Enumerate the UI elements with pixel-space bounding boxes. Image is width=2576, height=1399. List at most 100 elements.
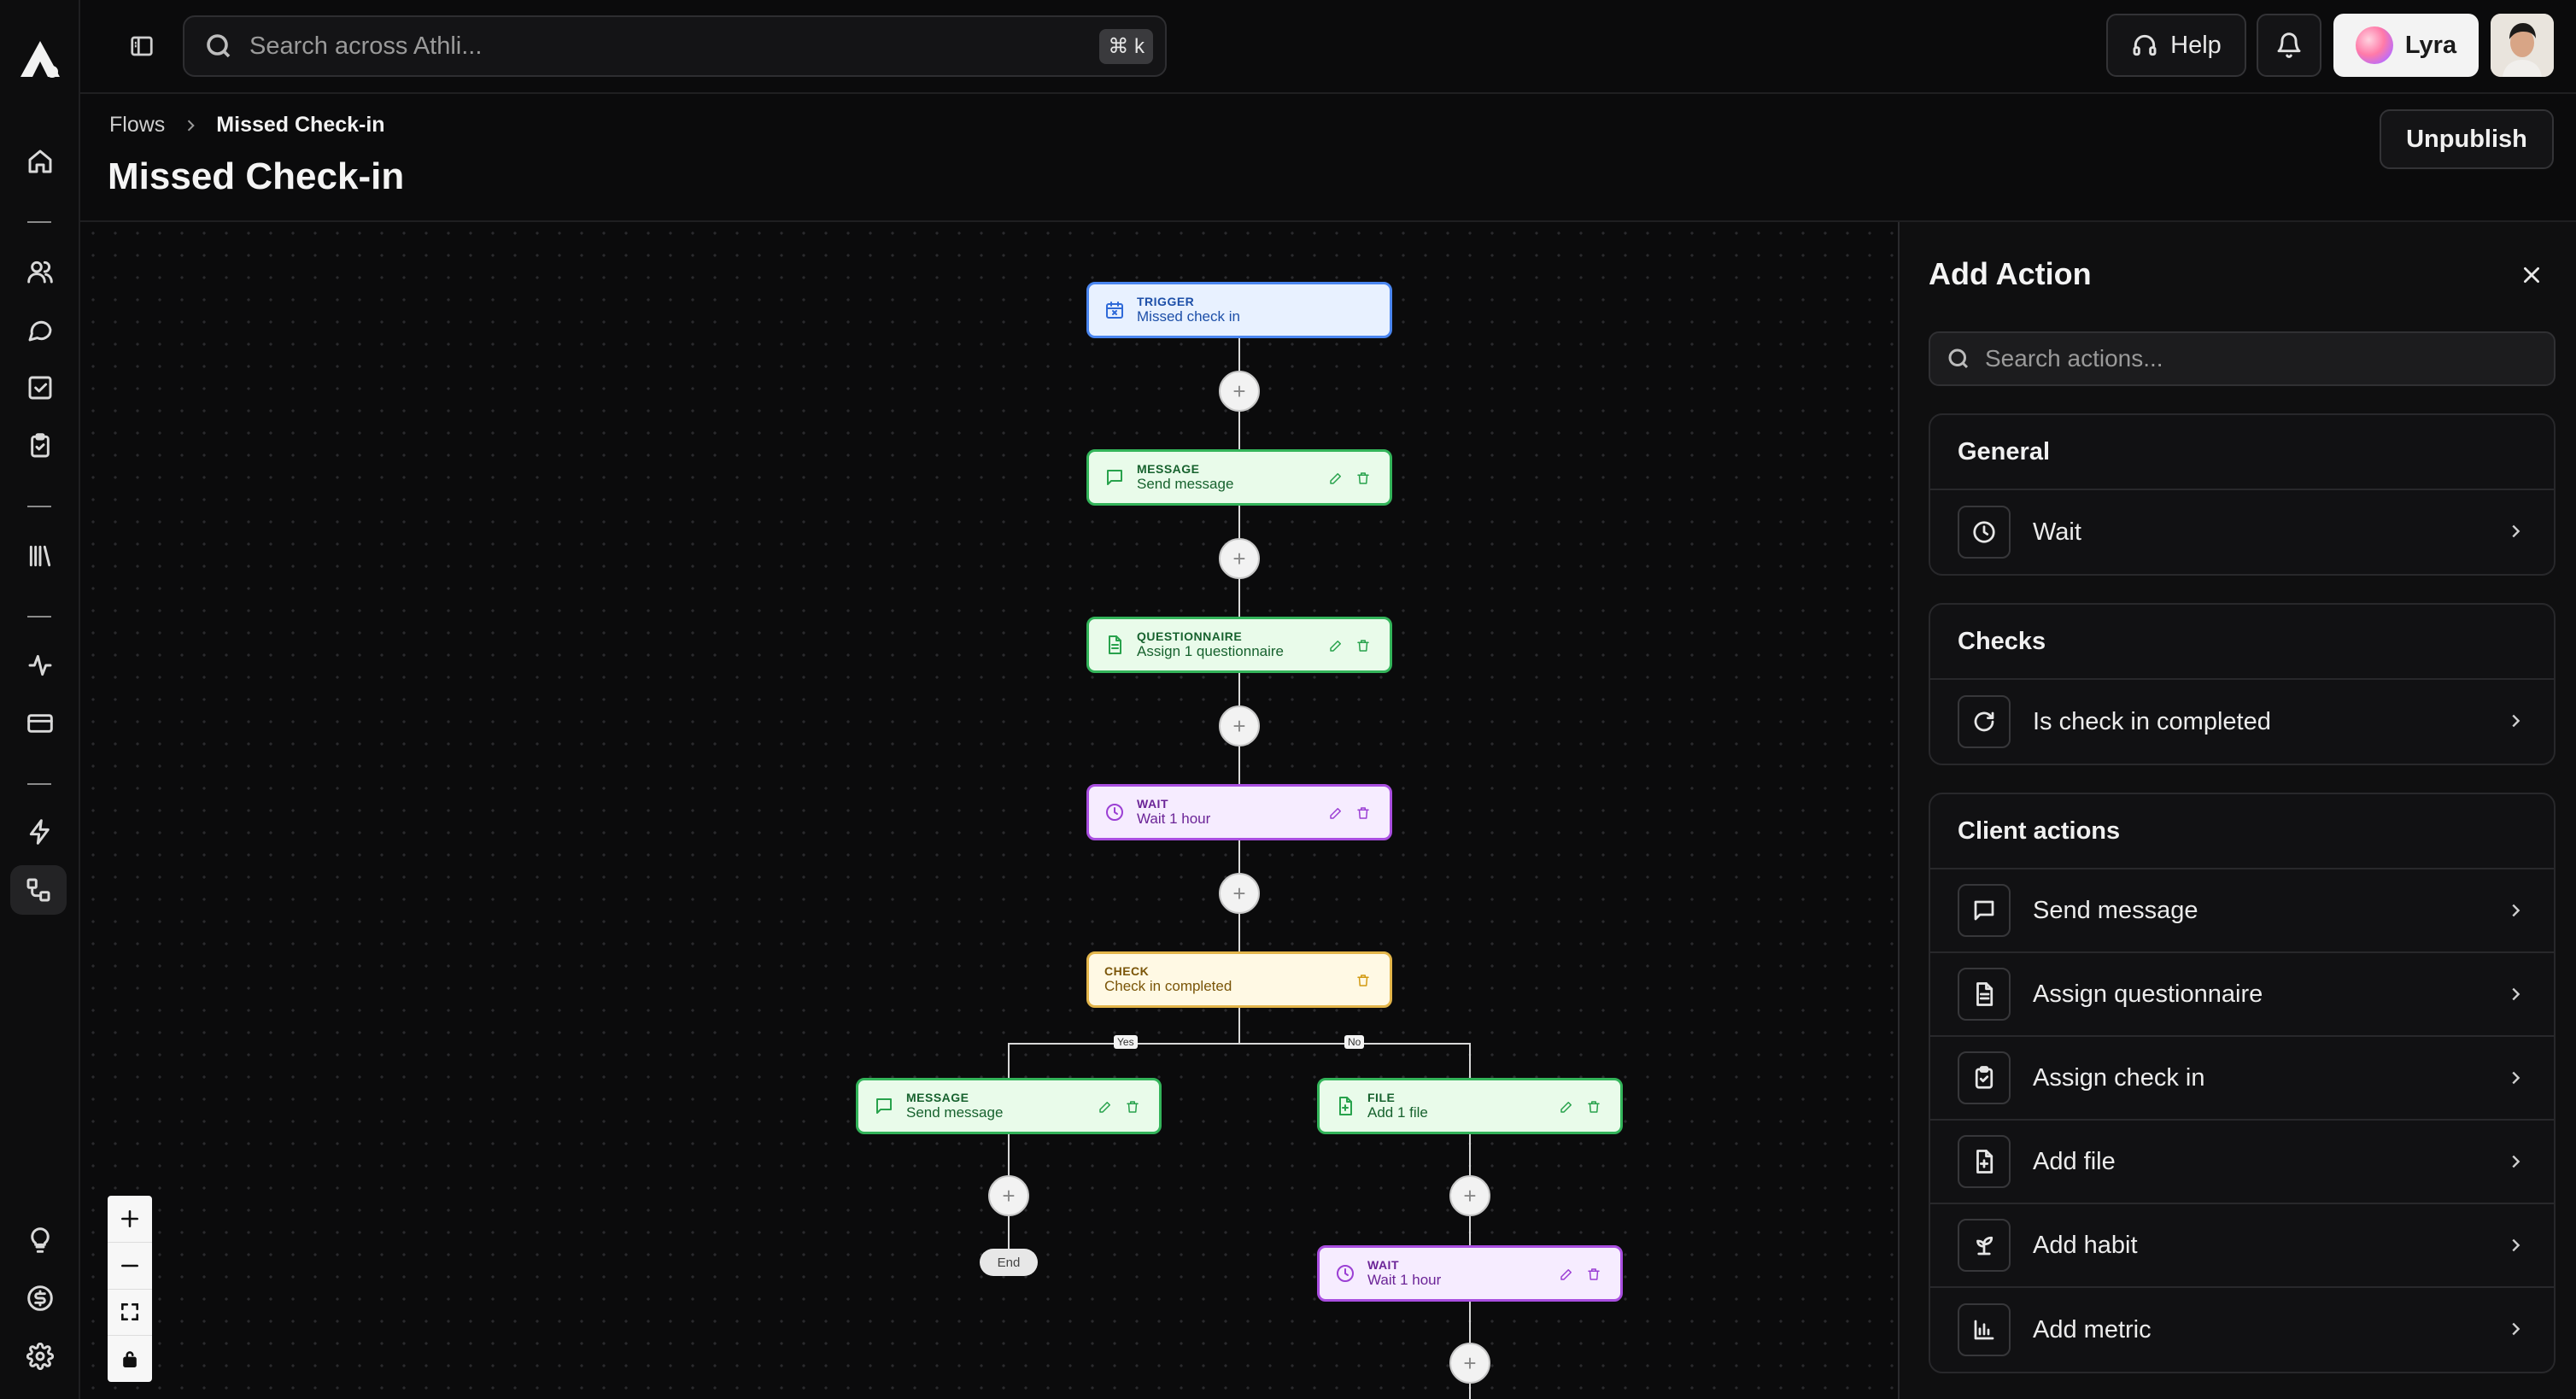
assistant-orb-icon (2355, 26, 2393, 64)
flows-icon[interactable] (10, 865, 67, 915)
app-logo-icon[interactable] (17, 38, 63, 80)
fit-view-button[interactable] (108, 1290, 152, 1337)
action-item-add-metric[interactable]: Add metric (1930, 1288, 2554, 1372)
node-kind: WAIT (1367, 1258, 1399, 1273)
checkins-icon[interactable] (0, 421, 80, 471)
messages-icon[interactable] (0, 305, 80, 354)
lightbulb-icon[interactable] (0, 1215, 80, 1265)
edit-icon[interactable] (1559, 1099, 1574, 1115)
panel-title: Add Action (1929, 256, 2092, 291)
trash-icon[interactable] (1355, 471, 1371, 486)
action-item-label: Assign questionnaire (2033, 980, 2263, 1008)
node-kind: FILE (1367, 1091, 1396, 1105)
breadcrumb-current: Missed Check-in (216, 113, 385, 137)
fullscreen-icon (121, 1303, 138, 1321)
trash-icon[interactable] (1355, 638, 1371, 653)
flow-node-check[interactable]: CHECK Check in completed (1086, 951, 1392, 1008)
clipboard-check-icon (1975, 1066, 1993, 1089)
automations-icon[interactable] (0, 807, 80, 857)
node-label: Check in completed (1104, 978, 1232, 995)
left-nav-rail (0, 0, 80, 1399)
clock-icon (1973, 521, 1995, 543)
trash-icon[interactable] (1125, 1099, 1140, 1115)
flow-node-questionnaire[interactable]: QUESTIONNAIRE Assign 1 questionnaire (1086, 617, 1392, 673)
add-step-button[interactable]: + (1449, 1343, 1490, 1384)
home-icon[interactable] (0, 137, 80, 186)
activity-icon[interactable] (0, 641, 80, 690)
trash-icon[interactable] (1355, 973, 1371, 988)
trash-icon[interactable] (1586, 1099, 1601, 1115)
edit-icon[interactable] (1559, 1267, 1574, 1282)
canvas-zoom-controls (108, 1196, 152, 1382)
action-group-client-actions: Client actions Send message Assign quest… (1929, 793, 2556, 1373)
user-avatar[interactable] (2491, 14, 2554, 77)
action-item-add-file[interactable]: Add file (1930, 1121, 2554, 1204)
node-kind: MESSAGE (1137, 462, 1200, 477)
action-search-input[interactable] (1985, 345, 2554, 372)
branch-yes-label: Yes (1114, 1035, 1138, 1049)
edit-icon[interactable] (1328, 638, 1344, 653)
search-icon (207, 34, 231, 58)
action-item-is-check-in-completed[interactable]: Is check in completed (1930, 680, 2554, 764)
action-item-add-habit[interactable]: Add habit (1930, 1204, 2554, 1288)
node-label: Wait 1 hour (1137, 811, 1211, 828)
flow-node-message[interactable]: MESSAGE Send message (856, 1078, 1162, 1134)
flow-node-message[interactable]: MESSAGE Send message (1086, 449, 1392, 506)
add-step-button[interactable]: + (1449, 1175, 1490, 1216)
breadcrumb: Flows Missed Check-in (109, 113, 385, 138)
action-group-general: General Wait (1929, 413, 2556, 576)
message-icon (1107, 470, 1122, 485)
add-step-button[interactable]: + (1219, 538, 1260, 579)
notifications-button[interactable] (2257, 14, 2321, 77)
unpublish-button[interactable]: Unpublish (2380, 109, 2554, 169)
tasks-icon[interactable] (0, 363, 80, 413)
add-step-button[interactable]: + (1219, 705, 1260, 746)
zoom-out-button[interactable] (108, 1243, 152, 1290)
action-item-send-message[interactable]: Send message (1930, 869, 2554, 953)
library-icon[interactable] (0, 531, 80, 581)
action-item-wait[interactable]: Wait (1930, 490, 2554, 574)
lock-canvas-button[interactable] (108, 1336, 152, 1382)
trash-icon[interactable] (1586, 1267, 1601, 1282)
header-divider (80, 220, 2576, 222)
assistant-button[interactable]: Lyra (2333, 14, 2479, 77)
clients-icon[interactable] (0, 247, 80, 296)
close-icon[interactable] (2516, 260, 2547, 290)
flow-node-wait[interactable]: WAIT Wait 1 hour (1317, 1245, 1623, 1302)
flow-canvas[interactable]: TRIGGER Missed check in + MESSAGE Send m… (82, 222, 1898, 1399)
action-item-assign-questionnaire[interactable]: Assign questionnaire (1930, 953, 2554, 1037)
help-button[interactable]: Help (2106, 14, 2246, 77)
action-item-label: Wait (2033, 518, 2081, 546)
add-step-button[interactable]: + (1219, 371, 1260, 412)
lock-icon (123, 1351, 137, 1368)
action-item-assign-check-in[interactable]: Assign check in (1930, 1037, 2554, 1121)
group-title: General (1930, 415, 2554, 490)
dollar-icon[interactable] (0, 1273, 80, 1323)
flow-node-file[interactable]: FILE Add 1 file (1317, 1078, 1623, 1134)
chevron-right-icon (2512, 987, 2520, 1001)
edit-icon[interactable] (1328, 471, 1344, 486)
add-step-button[interactable]: + (988, 1175, 1029, 1216)
zoom-in-button[interactable] (108, 1196, 152, 1243)
edit-icon[interactable] (1328, 805, 1344, 821)
global-search[interactable]: ⌘ k (183, 15, 1167, 77)
clock-icon (1337, 1265, 1354, 1282)
billing-icon[interactable] (0, 699, 80, 748)
action-item-label: Is check in completed (2033, 707, 2271, 735)
sidebar-toggle-icon[interactable] (125, 29, 159, 63)
settings-icon[interactable] (0, 1332, 80, 1381)
breadcrumb-flows-link[interactable]: Flows (109, 113, 166, 137)
global-search-input[interactable] (249, 32, 1100, 61)
action-item-label: Send message (2033, 896, 2198, 924)
add-step-button[interactable]: + (1219, 873, 1260, 914)
top-bar: ⌘ k Help Lyra (80, 0, 2576, 94)
flow-node-wait[interactable]: WAIT Wait 1 hour (1086, 784, 1392, 840)
chevron-right-icon (2512, 714, 2520, 728)
trash-icon[interactable] (1355, 805, 1371, 821)
minus-icon (121, 1264, 138, 1267)
action-search[interactable] (1929, 331, 2556, 386)
flow-node-trigger[interactable]: TRIGGER Missed check in (1086, 282, 1392, 338)
node-label: Add 1 file (1367, 1104, 1428, 1121)
edit-icon[interactable] (1098, 1099, 1113, 1115)
search-icon (1948, 348, 1969, 369)
